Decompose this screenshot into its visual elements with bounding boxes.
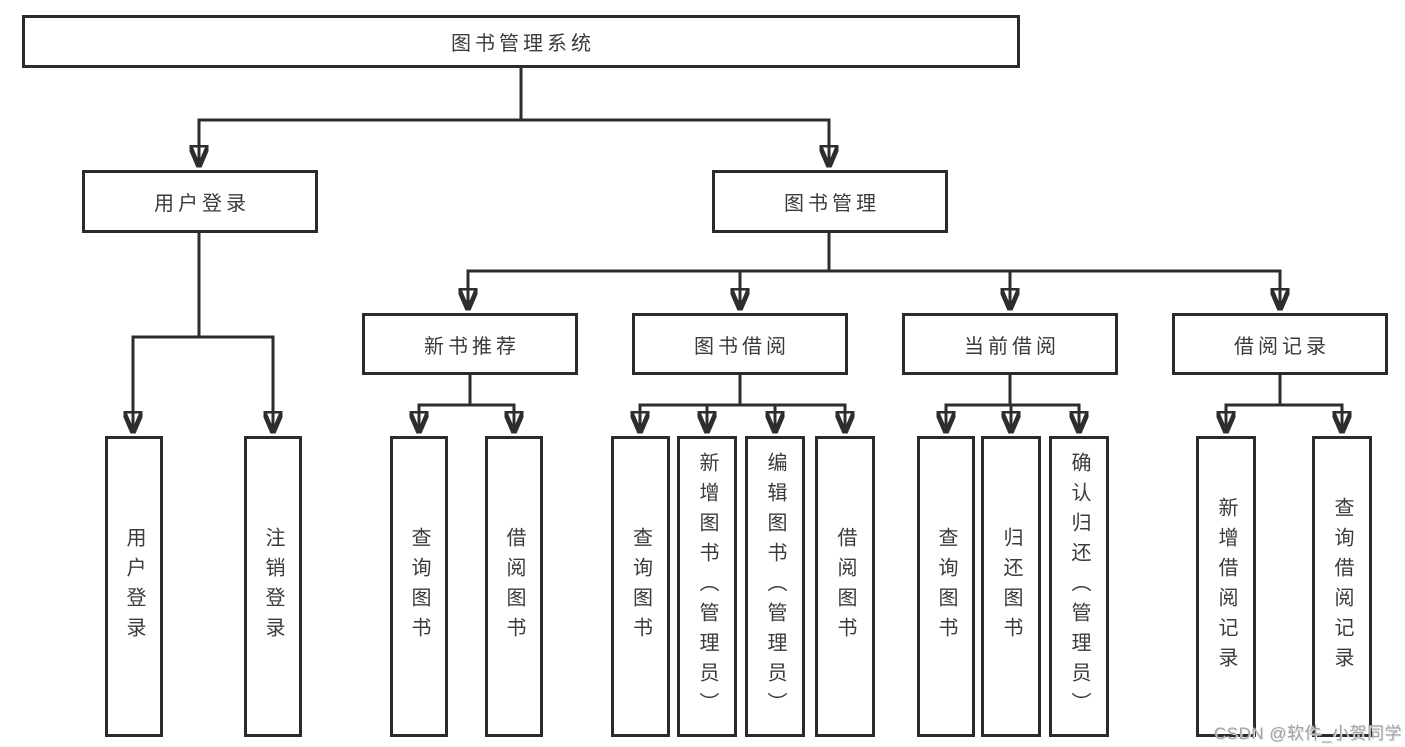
watermark: CSDN @软件_小贺同学 [1213,724,1402,743]
leaf-borrow-books-borrowing: 借阅图书 [815,436,875,737]
node-book-borrowing: 图书借阅 [632,313,848,375]
leaf-logout: 注销登录 [244,436,302,737]
node-borrowing-records: 借阅记录 [1172,313,1388,375]
leaf-confirm-return-admin: 确认归还（管理员） [1049,436,1109,737]
node-new-book-recommendation: 新书推荐 [362,313,578,375]
leaf-query-books-borrowing: 查询图书 [611,436,670,737]
leaf-add-borrow-record: 新增借阅记录 [1196,436,1256,737]
leaf-query-books-recommend: 查询图书 [390,436,448,737]
leaf-return-books: 归还图书 [981,436,1041,737]
leaf-query-borrow-record: 查询借阅记录 [1312,436,1372,737]
node-user-login: 用户登录 [82,170,318,233]
node-book-management: 图书管理 [712,170,948,233]
node-current-borrowing: 当前借阅 [902,313,1118,375]
leaf-add-book-admin: 新增图书（管理员） [677,436,737,737]
leaf-query-books-current: 查询图书 [917,436,975,737]
node-root: 图书管理系统 [22,15,1020,68]
leaf-borrow-books-recommend: 借阅图书 [485,436,543,737]
leaf-edit-book-admin: 编辑图书（管理员） [745,436,805,737]
leaf-user-login: 用户登录 [105,436,163,737]
